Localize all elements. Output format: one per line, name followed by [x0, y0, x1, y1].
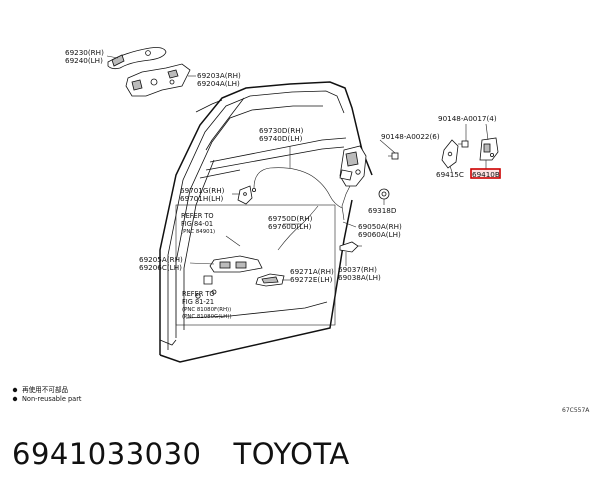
label-69240: 69240(LH) [65, 56, 103, 65]
label-69740d: 69740D(LH) [259, 134, 303, 143]
label-69750d: 69750D(RH) [268, 214, 313, 223]
label-69205a: 69205A(RH) [139, 255, 183, 264]
ref1-pnc: (PNC 84901) [181, 229, 215, 235]
lock-cap-part [378, 188, 390, 200]
label-69230: 69230(RH) [65, 48, 104, 57]
label-69038a: 69038A(LH) [338, 273, 381, 282]
label-90148-a0022: 90148-A0022(6) [381, 132, 440, 141]
label-69318d: 69318D [368, 206, 397, 215]
inside-handle-part [195, 255, 263, 299]
label-69203a: 69203A(RH) [197, 71, 241, 80]
diagram-code: 67C557A [562, 407, 590, 414]
door-lock-assembly-part [339, 145, 367, 221]
outside-handle-frame-part [125, 63, 191, 97]
label-69050a: 69050A(RH) [358, 222, 402, 231]
inside-handle-bezel-part [255, 273, 285, 287]
brand-name: TOYOTA [233, 437, 350, 471]
label-69410b: 69410B [472, 170, 500, 179]
bracket-part [237, 185, 253, 205]
legend-text-zh: 再使用不可部品 [22, 385, 69, 394]
door-lock-striker-part [479, 137, 499, 161]
label-69271a: 69271A(RH) [290, 267, 334, 276]
lock-cover-part [339, 241, 362, 253]
striker-plate-part [441, 139, 459, 169]
ref2-title: REFER TO [182, 290, 215, 298]
legend-bullet-zh [12, 387, 18, 393]
legend-bullet-en [12, 396, 18, 402]
label-69272e: 69272E(LH) [290, 275, 333, 284]
outside-handle-part [107, 47, 167, 70]
label-69730d: 69730D(RH) [259, 126, 304, 135]
screw-part-b [458, 140, 469, 148]
highlight-frame [470, 168, 501, 179]
label-69204a: 69204A(LH) [197, 79, 240, 88]
part-caption: 6941033030 TOYOTA [12, 437, 350, 471]
lock-cable-part [251, 167, 343, 209]
part-number: 6941033030 [12, 437, 202, 471]
door-frame-outline [159, 81, 373, 363]
label-69701g: 69701G(RH) [180, 186, 225, 195]
inside-handle-group-box [175, 204, 336, 326]
legend-text-en: Non-reusable part [22, 395, 82, 403]
ref1-fig: FIG 84-01 [181, 220, 213, 228]
label-69060a: 69060A(LH) [358, 230, 401, 239]
ref2-pnc-lh: (PNC 81080G(LH)) [182, 314, 232, 320]
screw-part-a [388, 152, 399, 160]
ref1-title: REFER TO [181, 212, 214, 220]
label-69037: 69037(RH) [338, 265, 377, 274]
label-69415c: 69415C [436, 170, 464, 179]
ref2-fig: FIG 81-21 [182, 298, 214, 306]
label-69701h: 69701H(LH) [180, 194, 223, 203]
label-69760d: 69760D(LH) [268, 222, 312, 231]
label-69206c: 69206C(LH) [139, 263, 182, 272]
ref2-pnc-rh: (PNC 81080F(RH)) [182, 307, 231, 313]
label-90148-a0017: 90148-A0017(4) [438, 114, 497, 123]
